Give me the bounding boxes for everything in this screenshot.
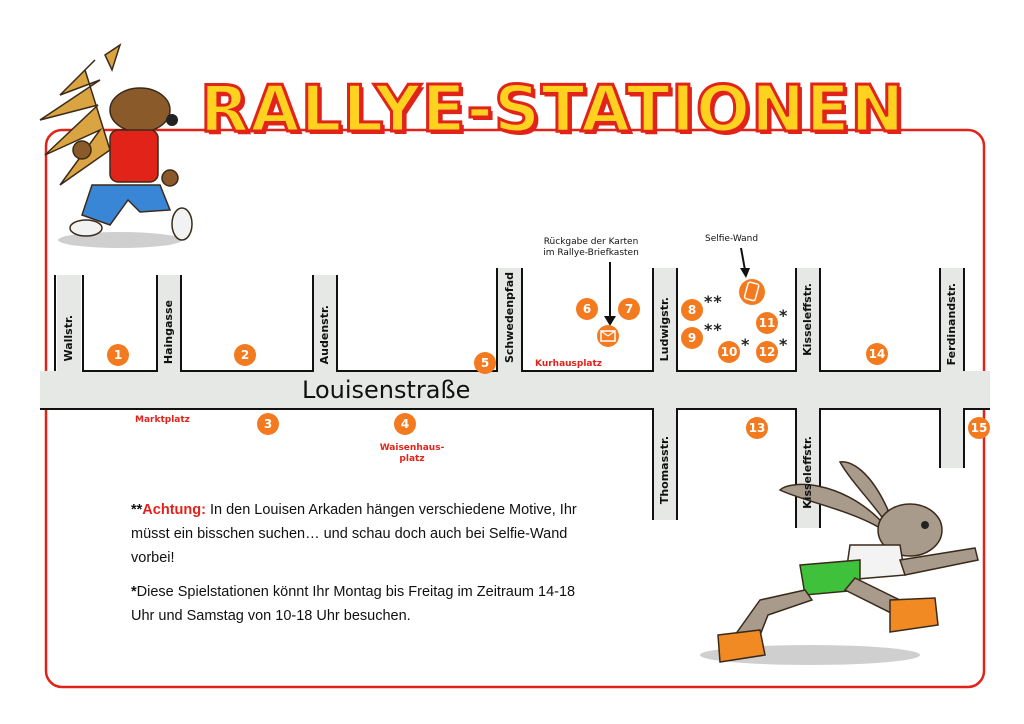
station-10: 10	[718, 341, 740, 363]
hare-mascot	[700, 461, 979, 665]
street-label-wallstr: Wallstr.	[62, 315, 75, 362]
street-label-audenstr: Audenstr.	[318, 305, 331, 365]
main-street-label: Louisenstraße	[302, 376, 471, 404]
mailbox-annotation-line2: im Rallye-Briefkasten	[543, 248, 639, 258]
street-label-kisseleffstr-south: Kisseleffstr.	[801, 436, 814, 509]
station-3: 3	[257, 413, 279, 435]
station-14: 14	[866, 343, 888, 365]
note-hours-text: Diese Spielstationen könnt Ihr Montag bi…	[131, 584, 576, 624]
street-label-schwedenpfad: Schwedenpfad	[503, 272, 516, 364]
stars-station-9: **	[704, 320, 723, 339]
station-1: 1	[107, 344, 129, 366]
place-waisenhausplatz-line2: platz	[399, 454, 425, 464]
station-9: 9	[681, 327, 703, 349]
mailbox-annotation: Rückgabe der Karten im Rallye-Briefkaste…	[526, 237, 656, 259]
note-achtung-label: Achtung:	[142, 502, 206, 518]
place-kurhausplatz: Kurhausplatz	[535, 359, 603, 369]
station-6: 6	[576, 298, 598, 320]
station-5: 5	[474, 352, 496, 374]
station-8: 8	[681, 299, 703, 321]
station-4: 4	[394, 413, 416, 435]
smartphone-icon	[739, 247, 765, 305]
street-label-thomasstr: Thomasstr.	[658, 436, 671, 505]
place-waisenhausplatz-line1: Waisenhaus-	[379, 443, 445, 453]
note-hours: *Diese Spielstationen könnt Ihr Montag b…	[131, 580, 591, 628]
note-achtung: **Achtung: In den Louisen Arkaden hängen…	[131, 498, 591, 570]
star-station-10: *	[741, 335, 751, 354]
station-12: 12	[756, 341, 778, 363]
road-network	[40, 268, 990, 528]
station-7: 7	[618, 298, 640, 320]
stars-station-8: **	[704, 292, 723, 311]
street-label-kisseleffstr-north: Kisseleffstr.	[801, 283, 814, 356]
station-15: 15	[968, 417, 990, 439]
note-achtung-mark: **	[131, 502, 143, 518]
notes-block: **Achtung: In den Louisen Arkaden hängen…	[131, 498, 591, 638]
note-hours-mark: *	[131, 584, 137, 600]
star-station-12: *	[779, 335, 789, 354]
selfie-annotation: Selfie-Wand	[705, 234, 759, 244]
station-11: 11	[756, 312, 778, 334]
place-marktplatz: Marktplatz	[135, 415, 190, 425]
hedgehog-mascot	[39, 43, 193, 248]
note-achtung-text: In den Louisen Arkaden hängen verschiede…	[131, 502, 577, 566]
station-13: 13	[746, 417, 768, 439]
station-2: 2	[234, 344, 256, 366]
place-waisenhausplatz: Waisenhaus- platz	[372, 443, 452, 465]
street-label-ludwigstr: Ludwigstr.	[658, 297, 671, 362]
street-label-haingasse: Haingasse	[162, 300, 175, 365]
mailbox-annotation-line1: Rückgabe der Karten	[543, 237, 639, 247]
mailbox-icon	[597, 262, 619, 347]
page-title: RALLYE-STATIONEN	[199, 72, 906, 149]
street-label-ferdinandstr: Ferdinandstr.	[945, 283, 958, 366]
star-station-11: *	[779, 306, 789, 325]
